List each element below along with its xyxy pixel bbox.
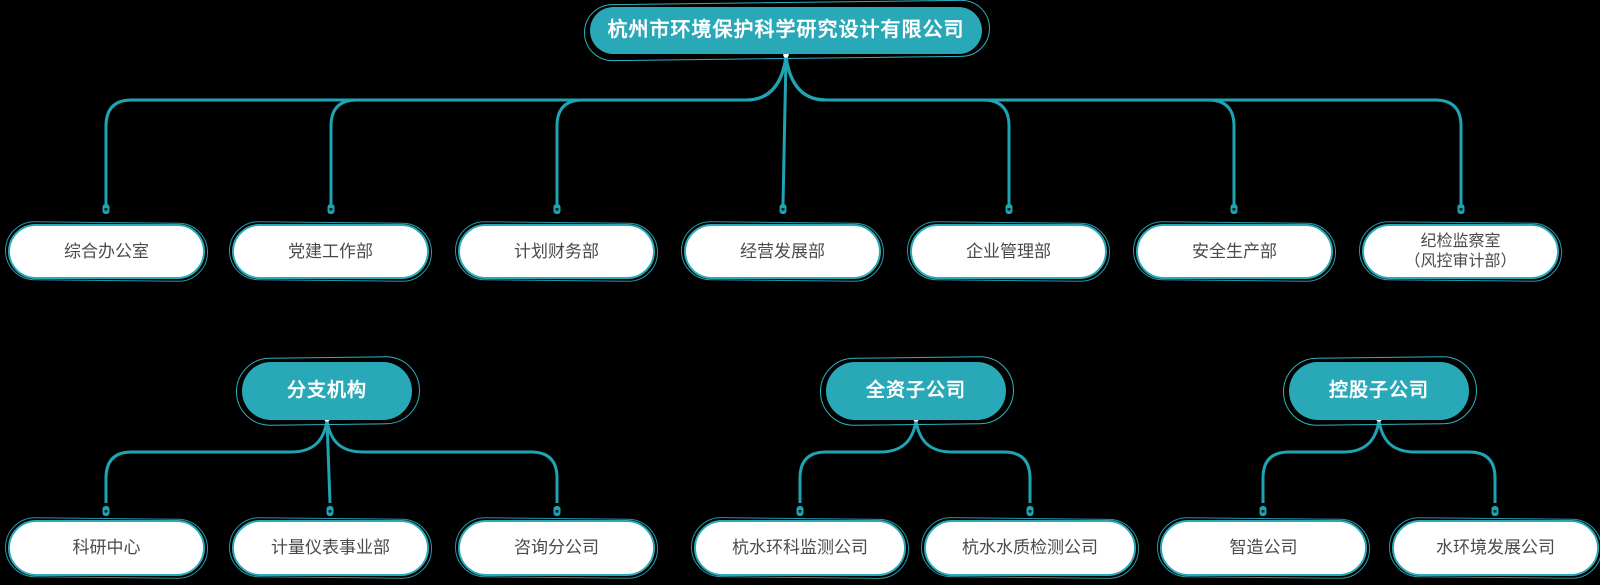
dept-label: 安全生产部 xyxy=(1192,241,1277,261)
leaf-label: 水环境发展公司 xyxy=(1436,538,1555,558)
dept-label: 党建工作部 xyxy=(288,241,373,261)
dept-node-safety-production[interactable]: 安全生产部 xyxy=(1136,224,1333,279)
group-label: 全资子公司 xyxy=(865,380,966,402)
dept-label-line1: 纪检监察室 xyxy=(1420,232,1501,250)
leaf-node-research-center[interactable]: 科研中心 xyxy=(8,520,205,576)
root-company-node[interactable]: 杭州市环境保护科学研究设计有限公司 xyxy=(590,7,982,54)
leaf-node-hangshui-water-quality-testing[interactable]: 杭水水质检测公司 xyxy=(924,520,1136,576)
leaf-node-smart-manufacturing[interactable]: 智造公司 xyxy=(1160,520,1367,576)
dept-node-business-development[interactable]: 经营发展部 xyxy=(684,224,881,279)
leaf-node-consulting-branch[interactable]: 咨询分公司 xyxy=(458,520,655,576)
group-node-holding-subsidiaries[interactable]: 控股子公司 xyxy=(1289,362,1469,420)
dept-label: 计划财务部 xyxy=(514,241,599,261)
leaf-label: 咨询分公司 xyxy=(514,538,599,558)
leaf-label: 计量仪表事业部 xyxy=(271,538,390,558)
leaf-node-hangshui-envsci-monitoring[interactable]: 杭水环科监测公司 xyxy=(694,520,906,576)
level2-connectors xyxy=(104,420,1497,504)
leaf-node-water-environment-development[interactable]: 水环境发展公司 xyxy=(1392,520,1599,576)
level1-connectors xyxy=(104,56,1463,205)
dept-node-general-office[interactable]: 综合办公室 xyxy=(8,224,205,279)
group-label: 控股子公司 xyxy=(1328,380,1429,402)
leaf-label: 杭水环科监测公司 xyxy=(732,538,868,558)
dept-label: 企业管理部 xyxy=(966,241,1051,261)
dept-node-planning-finance[interactable]: 计划财务部 xyxy=(458,224,655,279)
leaf-label: 智造公司 xyxy=(1229,538,1298,558)
root-company-label: 杭州市环境保护科学研究设计有限公司 xyxy=(607,19,965,41)
endpoint-markers xyxy=(102,204,1499,516)
group-node-branches[interactable]: 分支机构 xyxy=(242,362,412,420)
dept-node-enterprise-management[interactable]: 企业管理部 xyxy=(910,224,1107,279)
leaf-label: 杭水水质检测公司 xyxy=(962,538,1098,558)
dept-node-discipline-inspection[interactable]: 纪检监察室 （风控审计部） xyxy=(1362,224,1559,279)
dept-label-line2: （风控审计部） xyxy=(1404,252,1517,270)
leaf-label: 科研中心 xyxy=(72,538,141,558)
group-node-wholly-owned-subsidiaries[interactable]: 全资子公司 xyxy=(826,362,1006,420)
group-label: 分支机构 xyxy=(286,380,367,402)
leaf-node-instrument-division[interactable]: 计量仪表事业部 xyxy=(232,520,429,576)
dept-node-party-building[interactable]: 党建工作部 xyxy=(232,224,429,279)
dept-label: 经营发展部 xyxy=(740,241,825,261)
dept-label: 综合办公室 xyxy=(64,241,149,261)
